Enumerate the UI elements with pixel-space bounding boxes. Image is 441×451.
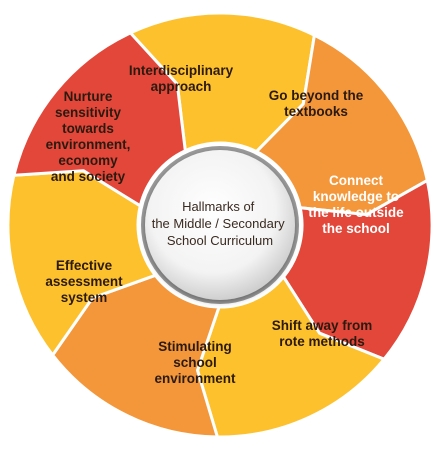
segment-label-line: environment, [46,137,131,152]
segment-label-line: assessment [45,274,123,289]
segments-layer [6,11,434,439]
segment-nurture-sensitivity [12,31,187,208]
segment-label-line: Nurture [64,89,113,104]
segment-label-line: the life outside [308,205,404,220]
center-title-line: the Middle / Secondary [152,216,285,231]
center-hub-disc [145,150,295,300]
segment-label-line: economy [58,153,118,168]
segment-label-line: Go beyond the [269,88,364,103]
segment-label-line: knowledge to [313,189,399,204]
center-title: Hallmarks of the Middle / Secondary Scho… [152,199,289,248]
segment-label-line: and society [51,169,126,184]
segment-label-line: approach [151,79,212,94]
segment-label-line: Shift away from [272,318,373,333]
segment-label-line: environment [154,371,236,386]
segment-label-line: towards [62,121,114,136]
center-hub: Hallmarks of the Middle / Secondary Scho… [141,146,299,304]
segment-label-line: Connect [329,173,384,188]
center-title-line: Hallmarks of [182,199,255,214]
segment-label-line: sensitivity [55,105,122,120]
segment-label-line: Stimulating [158,339,232,354]
center-title-line: School Curriculum [167,233,273,248]
segment-label-line: the school [322,221,390,236]
segment-label-line: school [173,355,217,370]
segment-label-line: Effective [56,258,113,273]
segment-label-line: rote methods [279,334,365,349]
segment-label-line: system [61,290,108,305]
segment-label-line: Interdisciplinary [129,63,234,78]
segment-label-line: textbooks [284,104,348,119]
